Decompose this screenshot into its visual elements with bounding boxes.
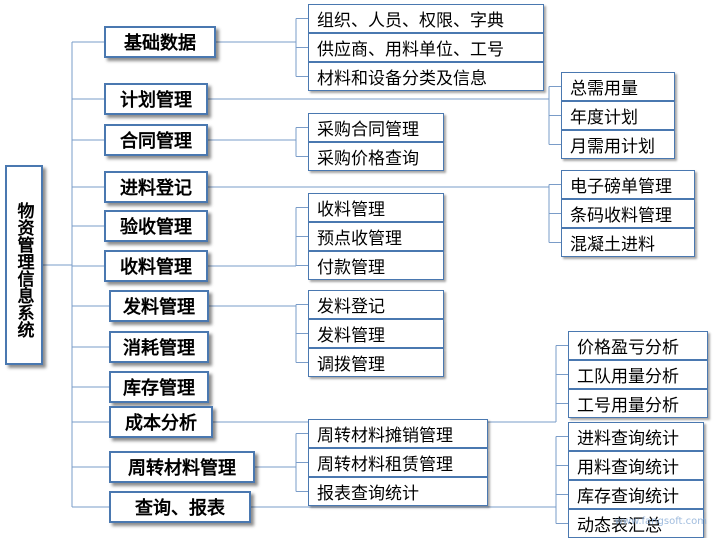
leaf-node: 收料管理 xyxy=(308,193,444,222)
leaf-node: 库存查询统计 xyxy=(568,480,704,509)
leaf-node: 周转材料摊销管理 xyxy=(308,419,488,448)
category-node: 查询、报表 xyxy=(109,491,251,523)
leaf-node: 月需用计划 xyxy=(561,130,675,159)
leaf-node: 采购合同管理 xyxy=(308,113,444,142)
leaf-node: 预点收管理 xyxy=(308,222,444,251)
leaf-node: 混凝土进料 xyxy=(561,228,695,257)
category-node: 发料管理 xyxy=(109,290,209,322)
leaf-node: 电子磅单管理 xyxy=(561,170,695,199)
leaf-node: 报表查询统计 xyxy=(308,477,488,506)
leaf-node: 发料登记 xyxy=(308,290,444,319)
category-node: 收料管理 xyxy=(104,250,208,282)
watermark: www.fangsoft.com xyxy=(614,516,707,527)
leaf-node: 总需用量 xyxy=(561,72,675,101)
leaf-node: 材料和设备分类及信息 xyxy=(308,62,544,91)
leaf-node: 条码收料管理 xyxy=(561,199,695,228)
category-node: 库存管理 xyxy=(109,371,209,403)
leaf-node: 供应商、用料单位、工号 xyxy=(308,33,544,62)
leaf-node: 用料查询统计 xyxy=(568,451,704,480)
leaf-node: 调拨管理 xyxy=(308,348,444,377)
leaf-node: 采购价格查询 xyxy=(308,142,444,171)
category-node: 进料登记 xyxy=(104,171,208,203)
leaf-node: 进料查询统计 xyxy=(568,422,704,451)
leaf-node: 发料管理 xyxy=(308,319,444,348)
leaf-node: 工队用量分析 xyxy=(568,360,708,389)
category-node: 消耗管理 xyxy=(109,331,209,363)
leaf-node: 组织、人员、权限、字典 xyxy=(308,4,544,33)
category-node: 验收管理 xyxy=(104,210,208,242)
category-node: 合同管理 xyxy=(104,124,208,156)
leaf-node: 付款管理 xyxy=(308,251,444,280)
root-node: 物资管理信息系统 xyxy=(5,165,43,365)
leaf-node: 工号用量分析 xyxy=(568,389,708,418)
leaf-node: 周转材料租赁管理 xyxy=(308,448,488,477)
category-node: 成本分析 xyxy=(109,406,213,438)
category-node: 计划管理 xyxy=(104,83,208,115)
leaf-node: 价格盈亏分析 xyxy=(568,331,708,360)
leaf-node: 年度计划 xyxy=(561,101,675,130)
category-node: 周转材料管理 xyxy=(109,451,255,483)
category-node: 基础数据 xyxy=(104,26,216,58)
